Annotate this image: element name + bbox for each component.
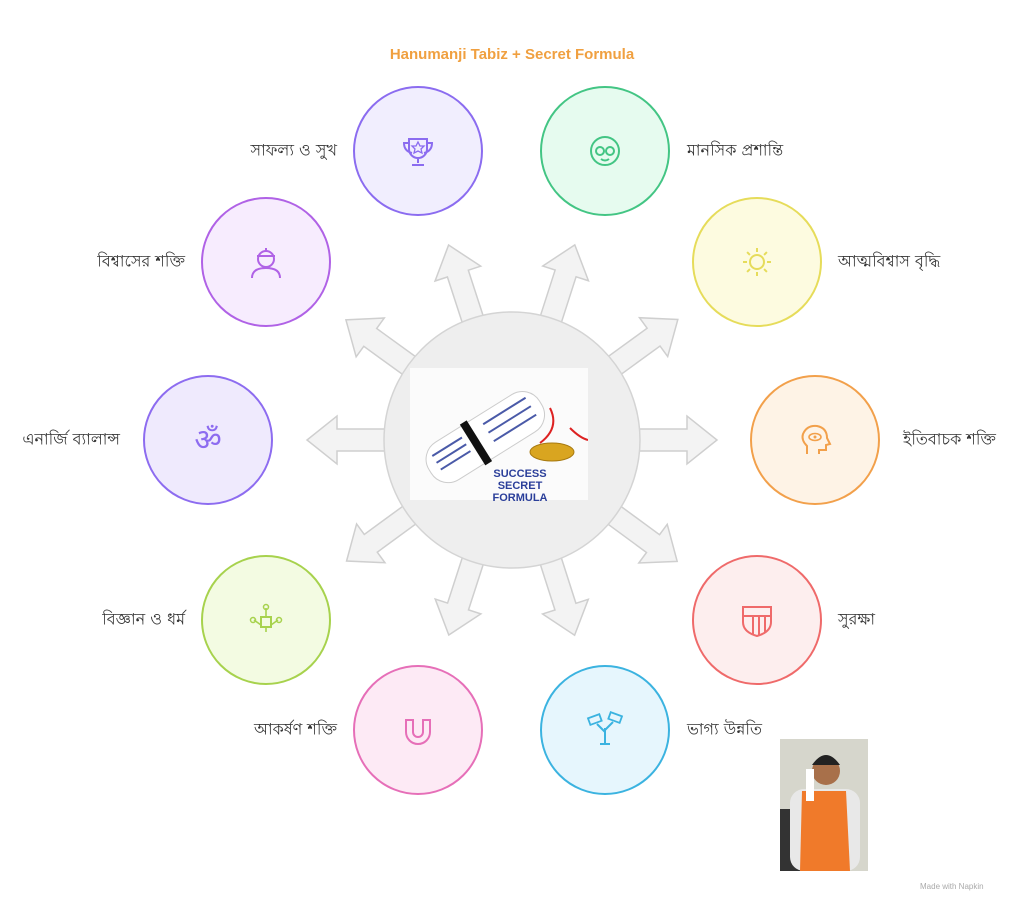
node-8	[692, 555, 822, 685]
svg-text:ॐ: ॐ	[194, 423, 221, 458]
node-label: আত্মবিশ্বাস বৃদ্ধি	[838, 251, 941, 271]
node-3	[201, 197, 331, 327]
node-circle	[201, 197, 331, 327]
sun-icon	[743, 248, 771, 276]
node-label: বিজ্ঞান ও ধর্ম	[102, 609, 185, 629]
trophy-icon	[402, 138, 434, 166]
node-1	[353, 86, 483, 216]
node-circle	[143, 375, 273, 505]
node-circle	[692, 555, 822, 685]
node-label: আকর্ষণ শক্তি	[253, 719, 337, 739]
node-10	[540, 665, 670, 795]
node-7	[201, 555, 331, 685]
scroll-and-tabiz-icon	[425, 391, 589, 484]
node-label: মানসিক প্রশান্তি	[687, 140, 784, 160]
shield-icon	[742, 606, 772, 638]
node-label: ভাগ্য উন্নতি	[687, 719, 762, 739]
node-6	[750, 375, 880, 505]
magnet-icon	[405, 719, 431, 745]
node-2	[540, 86, 670, 216]
devotee-icon	[251, 248, 281, 279]
node-label: এনার্জি ব্যালান্স	[22, 429, 120, 449]
node-label: সাফল্য ও সুখ	[250, 140, 338, 160]
node-circle	[353, 665, 483, 795]
om-icon: ॐ	[194, 423, 221, 458]
caption-line-2: FORMULA	[492, 492, 548, 504]
image-caption: SUCCESS SECRET FORMULA	[470, 468, 570, 504]
person-photo	[780, 739, 868, 871]
diagram-title: Hanumanji Tabiz + Secret Formula	[389, 46, 635, 63]
node-circle	[692, 197, 822, 327]
made-with-footer: Made with Napkin	[920, 882, 984, 891]
head-eye-icon	[801, 424, 832, 454]
network-icon	[249, 603, 283, 632]
node-5: ॐ	[143, 375, 273, 505]
node-4	[692, 197, 822, 327]
node-label: সুরক্ষা	[838, 609, 875, 629]
node-label: বিশ্বাসের শক্তি	[97, 251, 185, 271]
node-9	[353, 665, 483, 795]
node-label: ইতিবাচক শক্তি	[903, 429, 996, 449]
success-secret-formula-image: SUCCESS SECRET FORMULA	[410, 368, 589, 504]
money-plant-icon	[586, 711, 624, 745]
caption-line-1: SUCCESS SECRET	[493, 468, 547, 492]
face-mask-icon	[590, 136, 620, 166]
node-circle	[201, 555, 331, 685]
